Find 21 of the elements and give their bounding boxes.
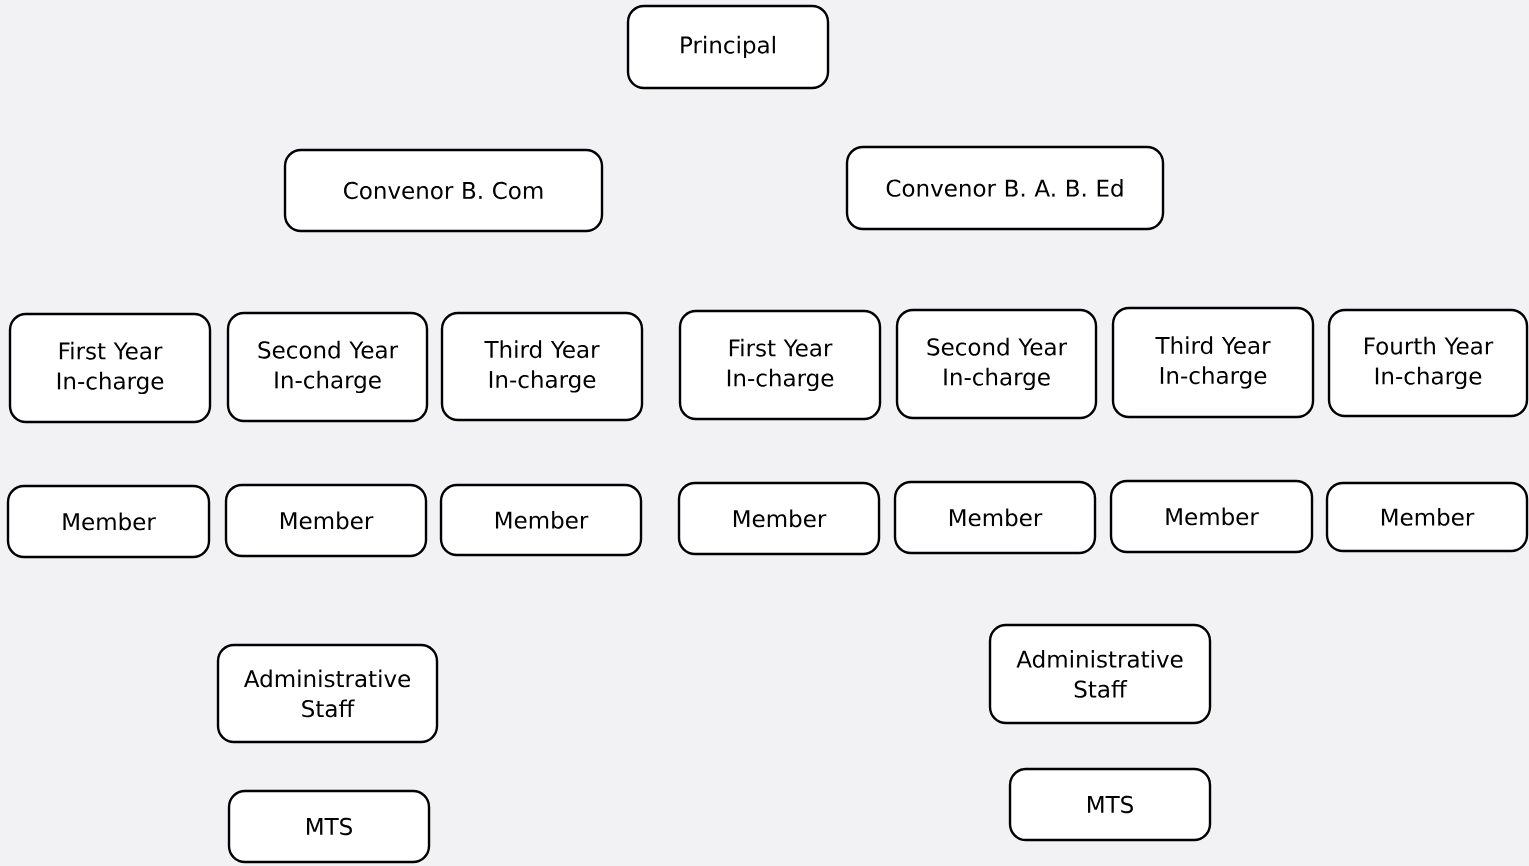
role-box: Principal [626, 4, 830, 90]
role-box: Third Year In-charge [440, 311, 644, 422]
role-box: Administrative Staff [216, 643, 439, 744]
role-box: Convenor B. Com [283, 148, 604, 233]
role-box: Member [893, 480, 1097, 555]
role-box: MTS [1008, 767, 1212, 842]
role-box: Fourth Year In-charge [1327, 308, 1529, 418]
role-box: First Year In-charge [678, 309, 882, 421]
role-box: MTS [227, 789, 431, 864]
role-box: Third Year In-charge [1111, 306, 1315, 419]
role-box: Member [6, 484, 211, 559]
role-box: Member [439, 483, 643, 557]
role-box: Member [1109, 479, 1314, 554]
role-box: Member [677, 481, 881, 556]
role-box: First Year In-charge [8, 312, 212, 424]
role-box: Second Year In-charge [226, 311, 429, 423]
role-box: Administrative Staff [988, 623, 1212, 725]
role-box: Member [1325, 481, 1529, 553]
role-box: Member [224, 483, 428, 558]
role-box: Convenor B. A. B. Ed [845, 145, 1165, 231]
role-box: Second Year In-charge [895, 308, 1098, 420]
